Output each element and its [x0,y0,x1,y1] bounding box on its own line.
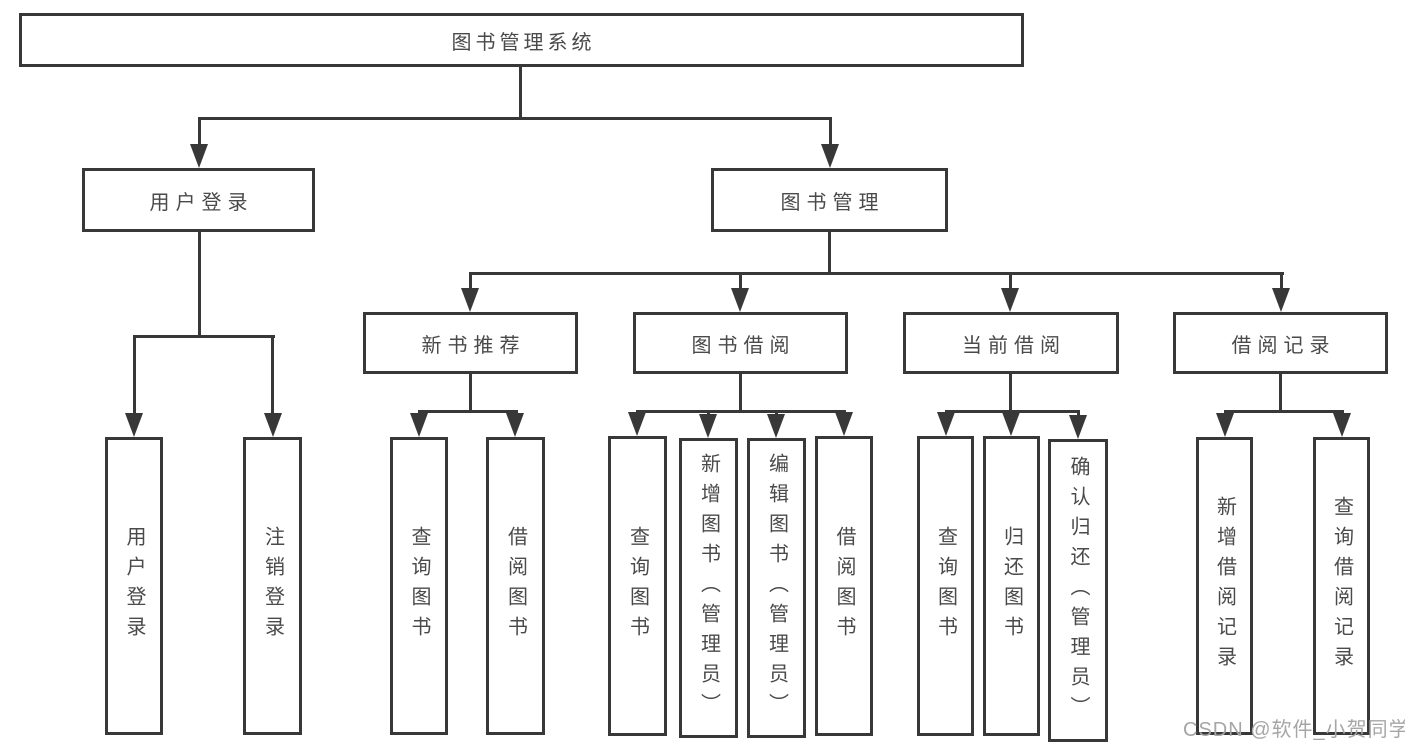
arrowhead-down-icon [1069,415,1087,439]
arrowhead-down-icon [767,414,785,438]
arrowhead-down-icon [937,412,955,436]
leaf-node-user-login: 用户登录 [105,437,163,735]
csdn-watermark: CSDN @软件_小贺同学 [1183,719,1405,741]
leaf-node-borrow-query-books: 查询图书 [608,436,667,736]
arrowhead-down-icon [506,413,524,437]
rail-line [636,410,846,413]
root-node-library-system: 图书管理系统 [19,13,1024,67]
drop-line [133,335,136,415]
rail-line [469,272,1284,275]
drop-line [829,117,832,146]
arrowhead-down-icon [699,414,717,438]
leaf-node-borrow-edit-book-admin: 编辑图书（管理员） [747,438,806,738]
group-node-current-borrowing: 当前借阅 [903,312,1119,374]
rail-line [198,117,832,120]
group-node-borrowing-records: 借阅记录 [1173,312,1388,374]
drop-line [271,335,274,415]
group-node-book-borrowing: 图书借阅 [633,312,848,374]
arrowhead-down-icon [125,413,143,437]
stem-line [198,232,201,335]
arrowhead-down-icon [190,144,208,168]
drop-line [1280,272,1283,290]
leaf-node-borrow-add-book-admin: 新增图书（管理员） [679,438,738,738]
arrowhead-down-icon [1001,288,1019,312]
branch-node-book-management: 图书管理 [711,168,948,232]
arrowhead-down-icon [628,412,646,436]
leaf-node-borrow-borrow-books: 借阅图书 [815,436,873,736]
rail-line [133,335,275,338]
drop-line [1009,272,1012,290]
stem-line [519,67,522,117]
leaf-node-records-query-record: 查询借阅记录 [1313,437,1370,735]
rail-line [418,410,518,413]
branch-node-user-login: 用户登录 [82,168,315,232]
drop-line [739,272,742,290]
leaf-node-current-query-books: 查询图书 [917,436,974,736]
drop-line [775,410,778,416]
arrowhead-down-icon [461,288,479,312]
leaf-node-records-add-record: 新增借阅记录 [1196,437,1253,735]
stem-line [469,374,472,412]
leaf-node-newbook-query-books: 查询图书 [390,437,448,735]
stem-line [828,232,831,274]
leaf-node-newbook-borrow-books: 借阅图书 [486,437,545,735]
group-node-new-book-recommend: 新书推荐 [363,312,578,374]
arrowhead-down-icon [731,288,749,312]
arrowhead-down-icon [1333,413,1351,437]
drop-line [1077,410,1080,417]
arrowhead-down-icon [410,413,428,437]
drop-line [198,117,201,146]
arrowhead-down-icon [821,144,839,168]
arrowhead-down-icon [835,412,853,436]
leaf-node-current-return-books: 归还图书 [983,436,1040,736]
drop-line [469,272,472,290]
stem-line [1279,374,1282,412]
arrowhead-down-icon [1216,413,1234,437]
stem-line [739,374,742,412]
drop-line [707,410,710,416]
rail-line [1224,410,1344,413]
leaf-node-current-confirm-return-admin: 确认归还（管理员） [1048,439,1108,742]
leaf-node-logout: 注销登录 [243,437,302,735]
arrowhead-down-icon [264,413,282,437]
arrowhead-down-icon [1272,288,1290,312]
stem-line [1009,374,1012,412]
arrowhead-down-icon [1002,412,1020,436]
